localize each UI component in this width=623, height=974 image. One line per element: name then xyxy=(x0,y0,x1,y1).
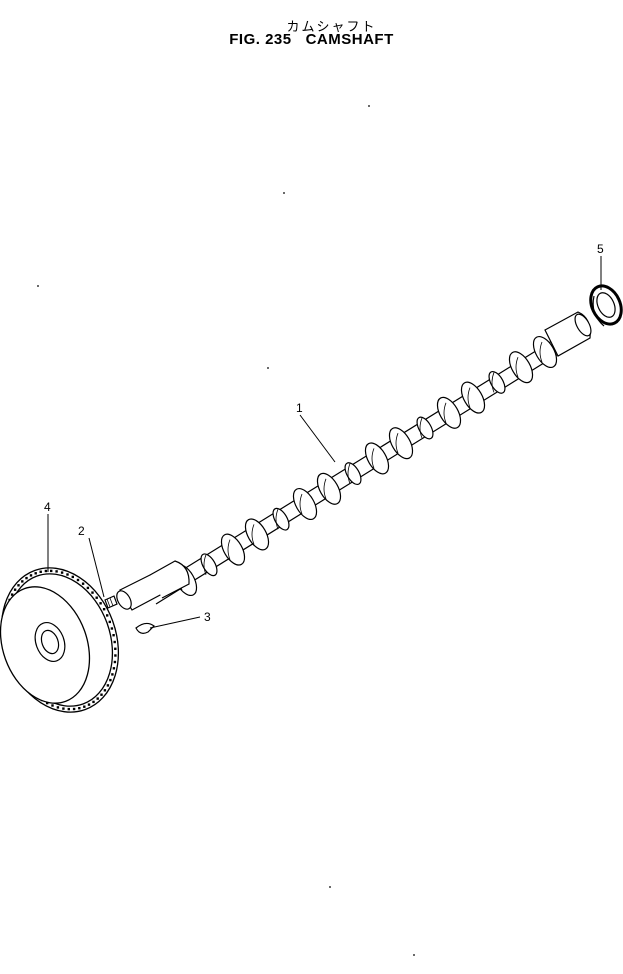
cam-lobe-shade xyxy=(323,478,327,499)
gear-tooth xyxy=(76,578,80,582)
cam-lobe-shade xyxy=(251,524,255,545)
cam-lobe-shade xyxy=(227,539,231,560)
gear-tooth xyxy=(106,684,110,687)
cam-lobe-shade xyxy=(347,463,351,484)
gear-tooth xyxy=(56,706,60,709)
cam-gear xyxy=(0,567,120,713)
gear-tooth xyxy=(99,602,102,605)
cam-lobe xyxy=(344,462,362,486)
gear-tooth xyxy=(66,573,69,576)
japanese-title: カムシャフト xyxy=(286,20,377,35)
gear-tooth xyxy=(29,574,33,577)
cam-lobe xyxy=(200,553,218,577)
cam-lobe xyxy=(436,396,462,429)
gear-tooth xyxy=(55,570,58,573)
gear-tooth xyxy=(112,667,116,670)
cam-lobe-shade xyxy=(467,387,471,408)
gear-tooth xyxy=(103,689,107,692)
gear-tooth xyxy=(114,654,117,657)
gear-tooth xyxy=(87,703,91,706)
gear-tooth xyxy=(17,584,20,587)
gear-tooth xyxy=(67,707,70,711)
gear-tooth xyxy=(21,580,24,583)
gear-tooth xyxy=(83,705,86,708)
callout-1: 1 xyxy=(296,401,303,415)
cam-lobe-shade xyxy=(419,417,423,439)
cam-lobe-shade xyxy=(299,493,303,515)
cam-lobe xyxy=(532,336,558,368)
gear-tooth xyxy=(81,582,85,585)
gear-tooth xyxy=(92,700,95,704)
figure-number: FIG. 235 xyxy=(229,31,292,48)
callout-4: 4 xyxy=(44,500,51,514)
gear-tooth xyxy=(44,569,48,573)
gear-tooth xyxy=(100,693,103,696)
gear-tooth xyxy=(60,571,64,574)
cam-lobe xyxy=(220,533,246,566)
leaders xyxy=(47,256,602,629)
callout-5: 5 xyxy=(597,242,604,256)
cam-lobes xyxy=(172,336,558,596)
camshaft xyxy=(116,311,592,611)
gear-tooth xyxy=(113,660,117,664)
cam-lobe xyxy=(364,442,390,475)
gear-tooth xyxy=(96,697,99,700)
cam-lobe xyxy=(272,507,290,531)
cam-lobe xyxy=(416,416,434,440)
cam-lobe-shade xyxy=(371,448,375,469)
gear-tooth xyxy=(46,701,49,705)
gear-tooth xyxy=(39,570,42,573)
cam-lobe-shade xyxy=(395,433,399,454)
thrust-ring xyxy=(589,284,623,327)
gear-tooth xyxy=(106,614,109,617)
gear-tooth xyxy=(25,576,28,580)
cam-lobe-shade xyxy=(491,372,495,393)
cam-lobe xyxy=(508,351,534,384)
cam-lobe-shade xyxy=(539,341,543,363)
gear-tooth xyxy=(34,572,37,575)
cam-lobe-shade xyxy=(275,509,279,530)
dowel-pin xyxy=(104,595,118,609)
cam-lobe-shade xyxy=(515,357,519,378)
gear-tooth xyxy=(51,704,54,707)
gear-tooth xyxy=(114,647,117,650)
gear-tooth xyxy=(78,707,81,710)
cam-lobe-shade xyxy=(203,554,207,575)
gear-tooth xyxy=(112,634,115,637)
gear-tooth xyxy=(71,575,74,579)
gear-tooth xyxy=(10,593,14,596)
cam-lobe xyxy=(388,427,414,460)
cam-lobe xyxy=(316,472,342,505)
figure-name: CAMSHAFT xyxy=(305,31,394,48)
gear-tooth xyxy=(109,678,112,682)
figure-title: FIG. 235 CAMSHAFT xyxy=(0,31,623,48)
cam-lobe xyxy=(460,381,486,414)
callout-2: 2 xyxy=(78,524,85,538)
gear-tooth xyxy=(72,707,76,711)
gear-tooth xyxy=(62,707,65,710)
callout-3: 3 xyxy=(204,610,211,624)
gear-tooth xyxy=(110,627,114,630)
scan-specks xyxy=(37,105,415,956)
gear-tooth xyxy=(102,608,106,611)
gear-tooth xyxy=(113,640,116,644)
cam-lobe xyxy=(292,488,318,520)
gear-tooth xyxy=(50,569,53,573)
cam-lobe xyxy=(244,518,270,551)
gear-tooth xyxy=(108,620,111,624)
gear-tooth xyxy=(95,596,98,599)
key xyxy=(135,622,155,634)
gear-tooth xyxy=(13,588,17,591)
gear-tooth xyxy=(91,591,94,594)
gear-tooth xyxy=(86,586,90,590)
gear-tooth xyxy=(111,673,114,676)
cam-lobe xyxy=(488,370,506,394)
cam-lobe-shade xyxy=(443,402,447,423)
